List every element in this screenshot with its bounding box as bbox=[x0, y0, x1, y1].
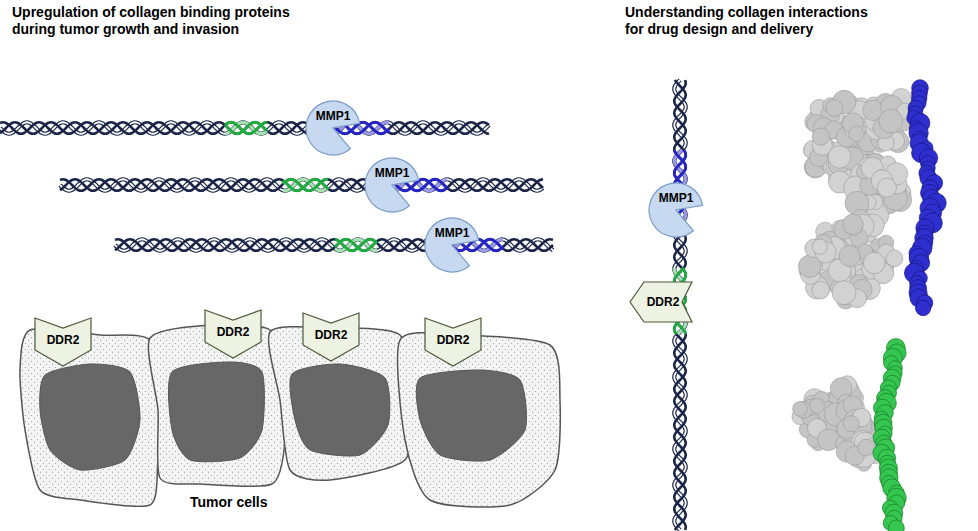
binding-site-strand bbox=[225, 122, 267, 134]
protein-atom bbox=[839, 245, 860, 266]
strand bbox=[60, 179, 543, 191]
protein-atom bbox=[832, 281, 856, 305]
node-label: DDR2 bbox=[35, 318, 91, 347]
tumor-cells bbox=[20, 324, 560, 507]
cells-caption: Tumor cells bbox=[190, 494, 268, 511]
binding-site-strand bbox=[283, 179, 328, 191]
protein-atom bbox=[812, 128, 829, 145]
binding-site-strand bbox=[335, 239, 377, 250]
mmp1-enzyme: MMP1 bbox=[424, 217, 480, 273]
protein-atom bbox=[809, 398, 824, 413]
binding-site-strand bbox=[335, 239, 377, 251]
mmp1-enzyme: MMP1 bbox=[648, 182, 704, 238]
strand-outline bbox=[0, 122, 489, 133]
strand bbox=[60, 179, 543, 190]
collagen-helix bbox=[0, 122, 489, 134]
protein-atom bbox=[849, 126, 865, 142]
protein-atom bbox=[863, 252, 885, 274]
strand bbox=[0, 122, 489, 133]
node-label: MMP1 bbox=[424, 217, 480, 240]
strand-light bbox=[0, 122, 489, 133]
strand-light bbox=[115, 239, 553, 250]
collagen-atom bbox=[888, 520, 904, 531]
strand bbox=[115, 239, 553, 250]
ddr2-receptor: DDR2 bbox=[630, 282, 692, 322]
protein-atom bbox=[858, 439, 875, 456]
node-label: MMP1 bbox=[648, 182, 704, 205]
node-shape bbox=[424, 217, 480, 273]
node-label: DDR2 bbox=[303, 313, 359, 342]
protein-atom bbox=[843, 214, 864, 235]
node-shape bbox=[648, 182, 704, 238]
protein-atom bbox=[843, 416, 859, 432]
binding-site-strand bbox=[225, 122, 267, 133]
protein-atom bbox=[886, 250, 903, 267]
protein-atom bbox=[879, 109, 903, 133]
strand-light bbox=[60, 179, 543, 190]
node-label: DDR2 bbox=[205, 310, 261, 339]
node-shape bbox=[364, 157, 420, 213]
ddr2-receptor: DDR2 bbox=[303, 313, 359, 361]
node-shape bbox=[305, 100, 361, 156]
mmp1-collagen-structure bbox=[799, 80, 947, 316]
cell-membrane bbox=[20, 329, 165, 507]
binding-site-strand bbox=[335, 239, 377, 251]
collagen-atom bbox=[915, 300, 930, 315]
protein-atom bbox=[793, 401, 808, 416]
strand-outline bbox=[115, 239, 553, 250]
mmp1-enzyme: MMP1 bbox=[305, 100, 361, 156]
section-heading: Upregulation of collagen binding protein… bbox=[12, 4, 307, 38]
node-label: DDR2 bbox=[425, 318, 481, 347]
mmp1-enzyme: MMP1 bbox=[364, 157, 420, 213]
strand bbox=[0, 122, 489, 134]
section-heading: Understanding collagen interactions for … bbox=[625, 4, 883, 38]
node-label: MMP1 bbox=[364, 157, 420, 180]
protein-atom bbox=[826, 100, 843, 117]
ddr2-receptor: DDR2 bbox=[35, 318, 91, 366]
protein-atom bbox=[828, 146, 851, 169]
protein-atom bbox=[877, 178, 896, 197]
node-label: DDR2 bbox=[630, 282, 682, 309]
cell-nucleus bbox=[168, 362, 264, 462]
node-label: MMP1 bbox=[305, 100, 361, 123]
cell-nucleus bbox=[416, 370, 526, 461]
cell-membrane bbox=[398, 333, 561, 507]
strand bbox=[115, 239, 553, 250]
protein-atom bbox=[812, 239, 827, 254]
ddr2-receptor: DDR2 bbox=[205, 310, 261, 358]
ddr2-collagen-structure bbox=[792, 339, 906, 531]
binding-site-strand bbox=[283, 179, 328, 190]
cell-nucleus bbox=[290, 364, 390, 456]
binding-site-strand bbox=[283, 179, 328, 190]
collagen-helix bbox=[115, 239, 553, 251]
ddr2-receptor: DDR2 bbox=[425, 318, 481, 366]
collagen-helix bbox=[60, 179, 543, 191]
protein-atom bbox=[812, 281, 830, 299]
binding-site-strand bbox=[225, 122, 267, 134]
cell-nucleus bbox=[40, 364, 140, 470]
strand-outline bbox=[60, 179, 543, 190]
